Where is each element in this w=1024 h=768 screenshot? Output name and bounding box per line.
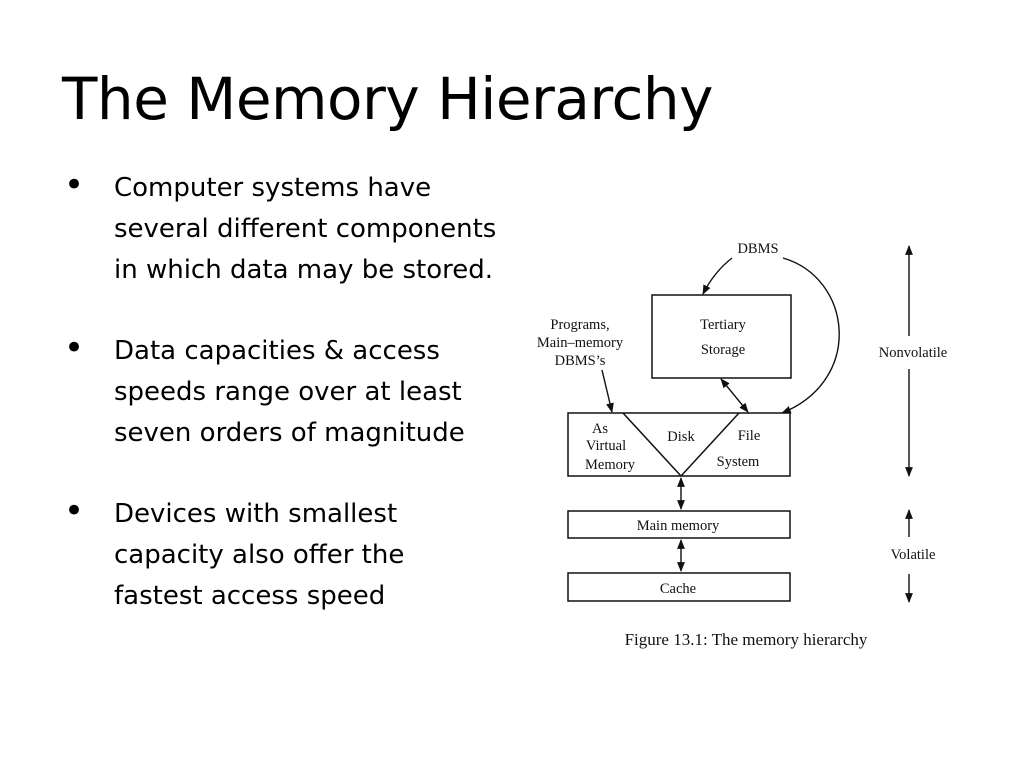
- file-system-label-line2: System: [717, 454, 760, 470]
- slide-title: The Memory Hierarchy: [62, 65, 713, 133]
- cache-label: Cache: [660, 581, 696, 597]
- dbms-to-tertiary-arrow: [702, 257, 733, 295]
- bullet-item: • Devices with smallest capacity also of…: [60, 494, 500, 617]
- programs-to-virtual-arrow: [601, 369, 614, 413]
- main-memory-label: Main memory: [637, 518, 720, 534]
- bullet-item: • Computer systems have several differen…: [60, 168, 500, 291]
- file-system-label-line1: File: [738, 428, 761, 444]
- bullet-text: Devices with smallest capacity also offe…: [114, 499, 405, 611]
- bullet-text: Computer systems have several different …: [114, 173, 497, 285]
- programs-label-line2: Main–memory: [537, 335, 624, 351]
- bullet-text: Data capacities & access speeds range ov…: [114, 336, 465, 448]
- bullet-item: • Data capacities & access speeds range …: [60, 331, 500, 454]
- tertiary-disk-arrow: [720, 378, 749, 413]
- memory-hierarchy-diagram: DBMS Programs, Main–memory DBMS’s Tertia…: [537, 241, 947, 649]
- disk-label: Disk: [667, 429, 695, 445]
- nonvolatile-label: Nonvolatile: [879, 345, 947, 361]
- programs-label-line1: Programs,: [550, 317, 609, 333]
- figure-caption: Figure 13.1: The memory hierarchy: [625, 630, 868, 649]
- disk-box: [567, 412, 791, 477]
- dbms-label: DBMS: [737, 241, 778, 257]
- main-memory-box: [567, 510, 791, 539]
- programs-label-line3: DBMS’s: [555, 353, 606, 369]
- virtual-label-line1: As: [592, 421, 608, 437]
- bullet-dot-icon: •: [64, 165, 85, 205]
- memory-hierarchy-figure: DBMS Programs, Main–memory DBMS’s Tertia…: [520, 232, 970, 662]
- bullet-dot-icon: •: [64, 491, 85, 531]
- volatile-label: Volatile: [891, 547, 936, 563]
- disk-divider-right: [680, 412, 740, 477]
- virtual-label-line2: Virtual: [586, 438, 626, 454]
- virtual-label-line3: Memory: [585, 457, 636, 473]
- cache-box: [567, 572, 791, 602]
- bullet-dot-icon: •: [64, 328, 85, 368]
- bullet-list: • Computer systems have several differen…: [60, 168, 500, 657]
- tertiary-label-line2: Storage: [701, 342, 745, 358]
- dbms-to-file-system-arrow: [781, 257, 840, 414]
- disk-divider-left: [622, 412, 682, 477]
- tertiary-storage-box: [651, 294, 792, 379]
- tertiary-label-line1: Tertiary: [700, 317, 746, 333]
